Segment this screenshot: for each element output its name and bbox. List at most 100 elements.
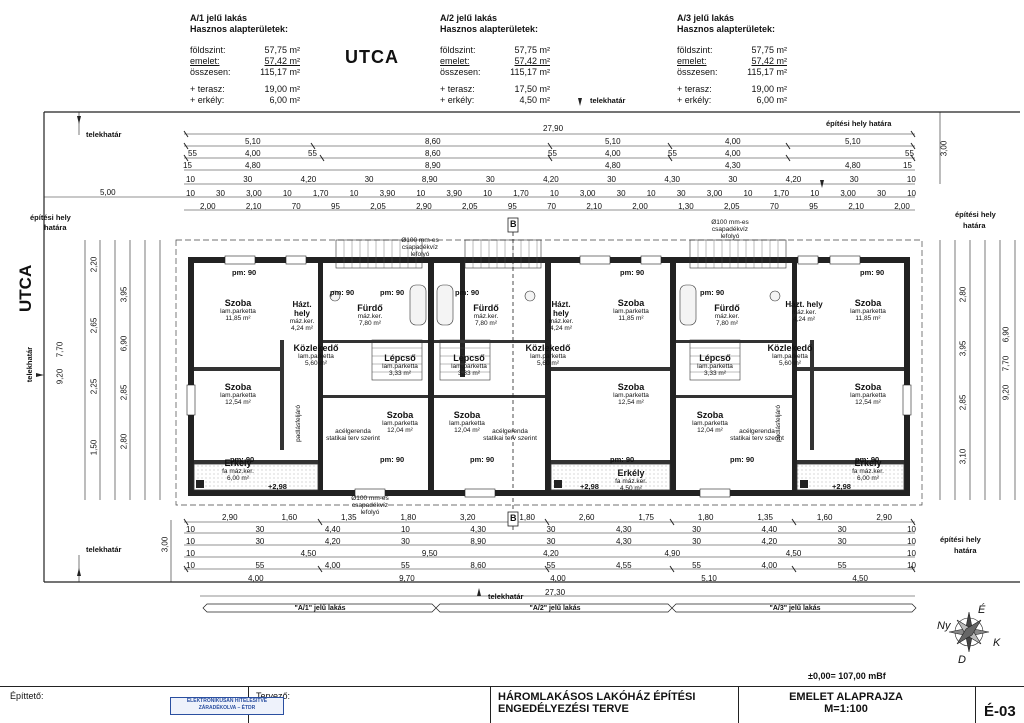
area-value: 115,17 m² bbox=[260, 67, 300, 77]
room-name: Közlekedő bbox=[525, 343, 571, 353]
header-height-note: pm: 90 bbox=[730, 455, 755, 464]
windows bbox=[186, 255, 912, 498]
dim-top-row3-5: 4,80 bbox=[845, 161, 861, 170]
room-kozlekedo-a1: Közlekedő lam.parketta 5,60 m² bbox=[276, 343, 356, 367]
area-value: 19,00 m² bbox=[751, 84, 787, 94]
room-floor: máz.ker. bbox=[791, 309, 817, 316]
dim-value: 2,60 bbox=[578, 513, 595, 522]
dim-value: 10 bbox=[400, 525, 410, 534]
header-height-note: pm: 90 bbox=[330, 288, 355, 297]
area-label: emelet: bbox=[440, 56, 470, 66]
bathtubs bbox=[329, 284, 781, 326]
header-height-note: pm: 90 bbox=[610, 455, 635, 464]
room-name: Lépcső bbox=[453, 353, 485, 363]
dim-value: 1,80 bbox=[697, 513, 714, 522]
dim-value: 10 bbox=[349, 189, 359, 198]
room-floor: lam.parketta bbox=[220, 392, 256, 399]
dim-left-offset: 5,00 bbox=[100, 188, 116, 197]
dim-top-row3-1: 4,80 bbox=[245, 161, 261, 170]
dim-value: 2,00 bbox=[200, 202, 216, 211]
area-value: 6,00 m² bbox=[269, 95, 300, 105]
room-kozlekedo-a2: Közlekedő lam.parketta 5,60 m² bbox=[508, 343, 588, 367]
beam-label: statikai terv szerint bbox=[483, 435, 537, 442]
dim-value: 4,40 bbox=[324, 525, 341, 534]
dim-value: 10 bbox=[810, 189, 820, 198]
level-mark-a2: +2,98 bbox=[580, 482, 599, 491]
dim-value: 95 bbox=[809, 202, 819, 211]
room-area: 4,24 m² bbox=[792, 316, 816, 323]
dim-value: 9,70 bbox=[399, 574, 415, 583]
dim-value: 4,40 bbox=[761, 525, 778, 534]
title-divider bbox=[490, 687, 491, 723]
dim-value: 10 bbox=[186, 561, 195, 570]
dim-top-row2-8: 55 bbox=[905, 149, 914, 158]
dim-value: 3,90 bbox=[446, 189, 462, 198]
dim-value: 7,70 bbox=[1001, 355, 1011, 372]
dim-value: 55 bbox=[400, 561, 410, 570]
room-floor: fa máz.ker. bbox=[222, 468, 254, 475]
header-height-note: pm: 90 bbox=[455, 288, 480, 297]
dim-value: 30 bbox=[877, 189, 886, 198]
drain-label: Ø100 mm-es bbox=[711, 219, 749, 226]
dim-value: 6,90 bbox=[119, 335, 129, 352]
dim-value: 10 bbox=[186, 549, 195, 558]
area-label: földszint: bbox=[190, 45, 226, 55]
area-value: 57,42 m² bbox=[264, 56, 300, 66]
build-line-label-right-4: határa bbox=[954, 546, 977, 555]
floor-plan-drawing bbox=[36, 98, 1020, 653]
drain-label: csapadékvíz bbox=[711, 226, 749, 233]
area-value: 17,50 m² bbox=[514, 84, 550, 94]
drain-label: csapadékvíz bbox=[401, 244, 439, 251]
dim-value: 30 bbox=[607, 175, 616, 184]
dim-value: 3,95 bbox=[119, 286, 129, 303]
dim-right-a: 2,80 3,95 2,85 3,10 bbox=[955, 287, 971, 465]
dim-value: 5,10 bbox=[701, 574, 717, 583]
room-area: 12,04 m² bbox=[697, 427, 723, 434]
dim-value: 4,30 bbox=[615, 525, 632, 534]
dim-value: 70 bbox=[547, 202, 557, 211]
dim-value: 4,20 bbox=[543, 175, 559, 184]
room-area: 11,85 m² bbox=[618, 315, 644, 322]
dim-value: 10 bbox=[186, 537, 195, 546]
section-mark-bottom: B bbox=[510, 513, 517, 523]
room-area: 4,24 m² bbox=[290, 325, 314, 332]
dim-value: 1,70 bbox=[513, 189, 529, 198]
dim-top-row1-3: 4,00 bbox=[725, 137, 741, 146]
drain-label: Ø100 mm-es bbox=[401, 237, 439, 244]
room-area: 12,54 m² bbox=[225, 399, 251, 406]
sheet-number: É-03 bbox=[984, 703, 1016, 720]
dim-value: 4,50 bbox=[852, 574, 868, 583]
apartment-braces bbox=[202, 603, 917, 613]
room-name: Erkély bbox=[617, 468, 645, 478]
dim-top-row2-6: 55 bbox=[668, 149, 677, 158]
room-erkely-a1: Erkély fa máz.ker. 6,00 m² bbox=[205, 458, 271, 482]
dim-value: 4,50 bbox=[785, 549, 802, 558]
room-floor: lam.parketta bbox=[382, 363, 418, 370]
room-kozlekedo-a3: Közlekedő lam.parketta 5,60 m² bbox=[750, 343, 830, 367]
area-value: 115,17 m² bbox=[747, 67, 787, 77]
apartment-subtitle: Hasznos alapterületek: bbox=[677, 24, 776, 34]
area-label: földszint: bbox=[677, 45, 713, 55]
room-name: Közlekedő bbox=[767, 343, 813, 353]
area-table-a3: A/3 jelű lakás Hasznos alapterületek: fö… bbox=[677, 13, 787, 106]
dim-value: 10 bbox=[416, 189, 426, 198]
dim-value: 2,90 bbox=[222, 513, 238, 522]
beam-label: statikai terv szerint bbox=[326, 435, 380, 442]
dim-bottom-left-offset: 3,00 bbox=[160, 536, 170, 553]
dim-value: 6,90 bbox=[1001, 326, 1011, 343]
area-label: + erkély: bbox=[677, 95, 712, 105]
dim-value: 4,20 bbox=[761, 537, 778, 546]
area-value: 57,75 m² bbox=[751, 45, 787, 55]
room-area: 12,04 m² bbox=[387, 427, 413, 434]
dim-value: 30 bbox=[546, 525, 556, 534]
area-label: + erkély: bbox=[190, 95, 225, 105]
room-furdo-a2: Fürdő máz.ker. 7,80 m² bbox=[456, 303, 516, 327]
dim-overall-bottom: 27,30 bbox=[545, 588, 566, 597]
room-haztartas-a2: Házt. hely máz.ker. 4,24 m² bbox=[543, 300, 579, 332]
build-line-label-right-3: építési hely bbox=[940, 535, 981, 544]
room-floor: lam.parketta bbox=[530, 353, 566, 360]
dim-top-row1-2: 5,10 bbox=[605, 137, 621, 146]
